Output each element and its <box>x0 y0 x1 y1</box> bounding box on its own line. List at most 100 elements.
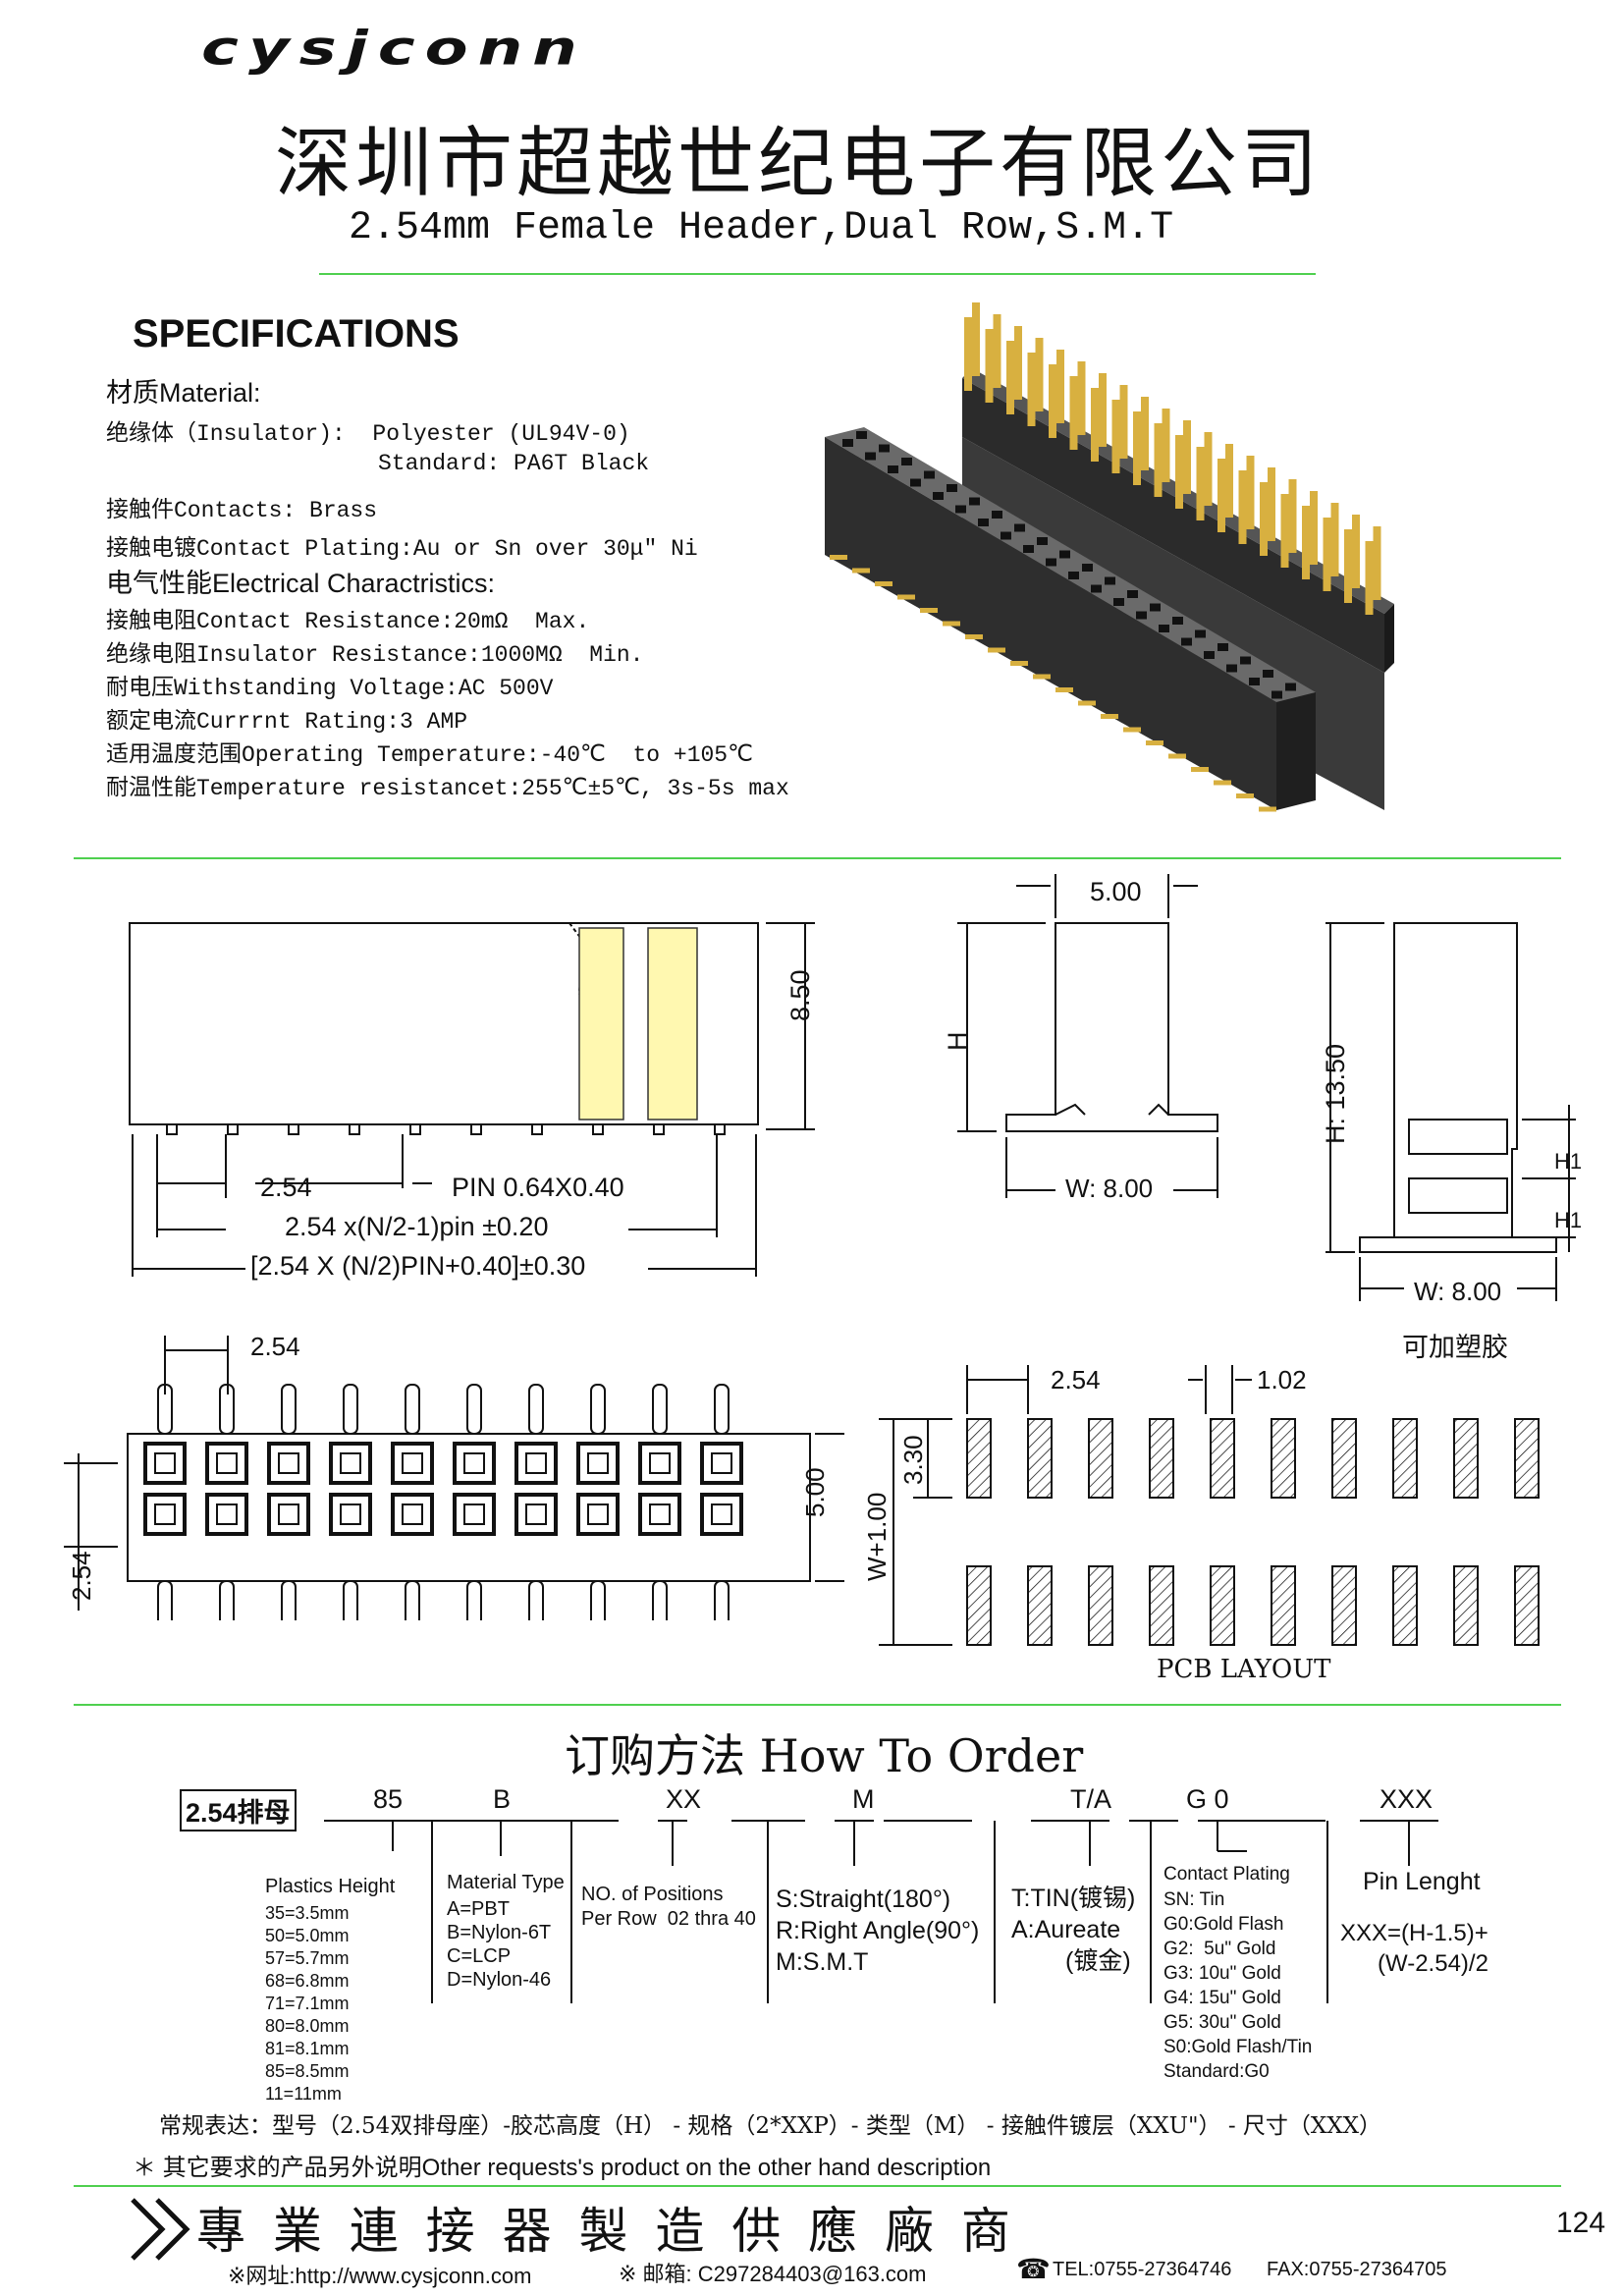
section-divider-1 <box>74 857 1561 859</box>
pcb-pad <box>1149 1418 1174 1499</box>
pin-length-formula: XXX=(H-1.5)+(W-2.54)/2 <box>1340 1918 1488 1979</box>
front-hole <box>1249 678 1260 685</box>
pin-length-title: Pin Lenght <box>1363 1868 1481 1895</box>
pcb-pad <box>966 1565 992 1646</box>
front-hole <box>901 458 912 465</box>
front-hole <box>1271 690 1282 699</box>
pin-formula-line: XXX=(H-1.5)+ <box>1340 1920 1488 1946</box>
front-view-drawing <box>957 874 1218 1198</box>
pcb-pad <box>1210 1418 1235 1499</box>
phone-icon: ☎ <box>1016 2253 1051 2285</box>
back-pin <box>1091 388 1099 462</box>
footer-email: ※ 邮箱: C297284403@163.com <box>619 2262 927 2286</box>
back-pin <box>1119 385 1128 459</box>
back-pin <box>1330 503 1339 576</box>
top-pin <box>714 1384 730 1435</box>
back-pin <box>1352 515 1360 588</box>
top-hole-inner <box>525 1503 547 1525</box>
front-leg <box>1010 661 1028 666</box>
front-top-label: 5.00 <box>1090 877 1142 906</box>
company-logo: cysjconn <box>201 22 587 77</box>
side-formula2-label: [2.54 X (N/2)PIN+0.40]±0.30 <box>250 1251 586 1281</box>
end-note-label: 可加塑胶 <box>1402 1333 1508 1363</box>
spec-temp-resist: 耐温性能Temperature resistancet:255℃±5℃, 3s-… <box>106 776 789 801</box>
pcb-w-label: W+1.00 <box>862 1492 892 1581</box>
back-pin <box>1246 456 1255 529</box>
front-leg <box>920 608 938 613</box>
top-row-label: 2.54 <box>67 1551 96 1601</box>
front-h-label: H <box>943 1031 972 1052</box>
positions-line: NO. of Positions <box>581 1884 724 1905</box>
top-pin <box>466 1384 482 1435</box>
material-heading: 材质Material: <box>106 378 261 408</box>
front-hole <box>1159 625 1169 632</box>
plating-option: SN: Tin <box>1163 1889 1225 1910</box>
back-pin <box>1027 353 1036 426</box>
finish-option: (镀金) <box>1065 1947 1131 1975</box>
top-hole-inner <box>402 1452 423 1474</box>
top-hole-inner <box>711 1452 732 1474</box>
front-leg <box>1033 674 1051 680</box>
pcb-pad <box>966 1418 992 1499</box>
pcb-pad <box>1088 1565 1113 1646</box>
front-hole <box>992 511 1002 519</box>
end-h-label: H: 13.50 <box>1321 1043 1350 1144</box>
pcb-pad <box>1392 1565 1418 1646</box>
top-pin <box>343 1384 358 1435</box>
top-pin <box>652 1580 668 1620</box>
finish-option: T:TIN(镀锡) <box>1011 1885 1136 1912</box>
product-title: 2.54mm Female Header,Dual Row,S.M.T <box>349 206 1174 250</box>
top-pin <box>281 1580 297 1620</box>
top-hole-inner <box>711 1503 732 1525</box>
top-hole <box>205 1493 248 1536</box>
footer-web: ※网址:http://www.cysjconn.com <box>228 2264 532 2288</box>
material-option: C=LCP <box>447 1945 512 1967</box>
spec-voltage: 耐电压Withstanding Voltage:AC 500V <box>106 676 554 701</box>
top-hole-inner <box>587 1452 609 1474</box>
back-pin <box>1099 373 1107 447</box>
top-hole <box>576 1442 620 1485</box>
plating-option: G4: 15u" Gold <box>1163 1988 1281 2008</box>
back-pin <box>1225 444 1233 518</box>
pcb-pad <box>1514 1565 1540 1646</box>
top-hole <box>638 1442 681 1485</box>
height-option: 68=6.8mm <box>265 1971 350 1991</box>
height-option: 35=3.5mm <box>265 1903 350 1923</box>
spec-contact-resistance: 接触电阻Contact Resistance:20mΩ Max. <box>106 609 590 634</box>
front-leg <box>1101 714 1118 719</box>
back-pin <box>1175 435 1183 509</box>
side-height-label: 8.50 <box>785 969 815 1021</box>
back-pin <box>1056 350 1064 423</box>
top-width-label: 5.00 <box>800 1467 830 1517</box>
pcb-pad <box>1514 1418 1540 1499</box>
top-pin <box>405 1580 420 1620</box>
specs-title: SPECIFICATIONS <box>133 312 460 355</box>
back-pin <box>1035 338 1044 411</box>
front-hole <box>1105 576 1115 585</box>
side-pin <box>653 1123 665 1135</box>
plating-option: Standard:G0 <box>1163 2061 1270 2082</box>
front-hole <box>1150 603 1161 612</box>
plating-option: G5: 30u" Gold <box>1163 2012 1281 2033</box>
front-hole <box>888 465 898 473</box>
side-pin <box>227 1123 239 1135</box>
product-render-image <box>825 302 1394 812</box>
pcb-pad <box>1027 1565 1053 1646</box>
back-pin <box>1365 541 1374 615</box>
front-leg <box>830 555 847 560</box>
front-w-label: W: 8.00 <box>1065 1174 1154 1203</box>
spec-temperature: 适用温度范围Operating Temperature:-40℃ to +105… <box>106 742 753 768</box>
back-pin <box>1310 491 1318 565</box>
front-hole <box>1037 537 1048 545</box>
side-pin <box>166 1123 178 1135</box>
back-pin <box>1049 364 1056 438</box>
end-w-label: W: 8.00 <box>1414 1277 1502 1306</box>
spec-insulator: 绝缘体（Insulator): Polyester (UL94V-0) <box>106 421 630 447</box>
pcb-pad <box>1331 1565 1357 1646</box>
front-leg <box>1168 753 1186 759</box>
plating-option: S0:Gold Flash/Tin <box>1163 2037 1313 2057</box>
height-option: 71=7.1mm <box>265 1994 350 2013</box>
